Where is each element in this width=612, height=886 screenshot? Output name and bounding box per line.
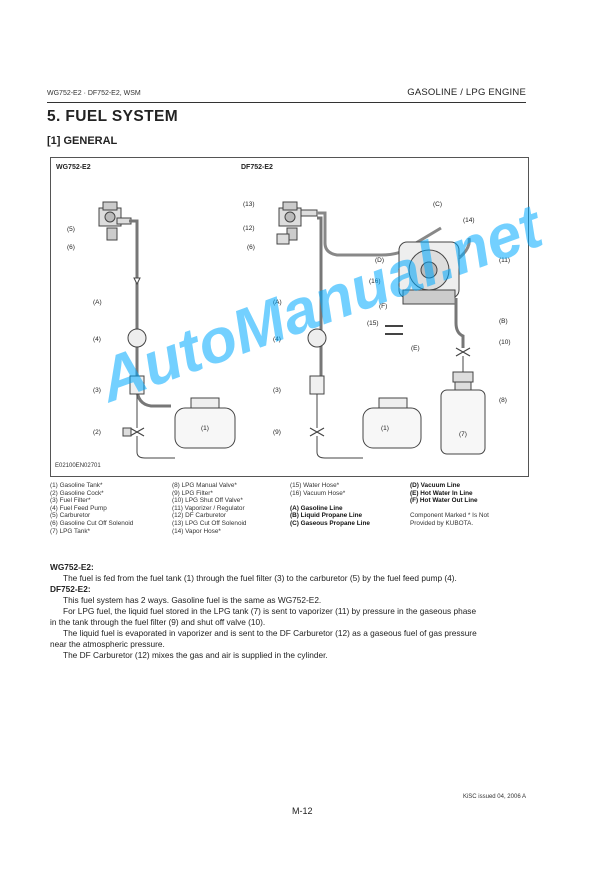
r12: (12) (243, 225, 255, 232)
rF: (F) (379, 303, 387, 310)
legend-item: (16) Vacuum Hose* (290, 489, 346, 497)
r11: (11) (499, 257, 510, 264)
section-subtitle: [1] GENERAL (47, 135, 118, 147)
legend-item: (9) LPG Filter* (172, 489, 213, 497)
legend-col4: (D) Vacuum Line (E) Hot Water In Line (F… (410, 482, 489, 528)
legend-item-line: (D) Vacuum Line (410, 482, 461, 489)
legend-item-line: (A) Gasoline Line (290, 504, 343, 512)
body-text: WG752-E2: The fuel is fed from the fuel … (50, 562, 530, 661)
legend-item: (14) Vapor Hose* (172, 527, 221, 535)
c1: (1) (201, 425, 209, 432)
left-caption: WG752-E2 (56, 164, 91, 171)
lpg-tank (440, 389, 486, 455)
legend-item-line: (C) Gaseous Propane Line (290, 519, 370, 527)
legend-spacer (410, 505, 489, 513)
df-heading: DF752-E2: (50, 584, 91, 594)
legend-col3: (15) Water Hose* (16) Vacuum Hose* (A) G… (290, 482, 370, 528)
r6: (6) (247, 244, 255, 251)
df-paragraph-2a: For LPG fuel, the liquid fuel stored in … (63, 606, 477, 616)
header-section: GASOLINE / LPG ENGINE (407, 87, 526, 98)
legend-item: (2) Gasoline Cock* (50, 489, 104, 497)
r14: (14) (463, 217, 475, 224)
df-paragraph-2b: in the tank through the fuel filter (9) … (50, 617, 266, 627)
legend-note: Provided by KUBOTA. (410, 519, 474, 527)
legend-item: (7) LPG Tank* (50, 527, 91, 535)
wg-heading: WG752-E2: (50, 562, 94, 572)
legend-item: (8) LPG Manual Valve* (172, 482, 237, 489)
c5: (5) (67, 226, 75, 233)
rB: (B) (499, 318, 508, 325)
df-paragraph-4: The DF Carburetor (12) mixes the gas and… (63, 650, 328, 660)
r15: (15) (367, 320, 379, 327)
right-caption: DF752-E2 (241, 164, 273, 171)
left-fuel-pump (127, 328, 147, 348)
r9: (9) (273, 429, 281, 436)
r3: (3) (273, 387, 281, 394)
legend-item: (13) LPG Cut Off Solenoid (172, 519, 247, 527)
rA: (A) (273, 299, 282, 306)
legend-item: (15) Water Hose* (290, 482, 340, 489)
r13: (13) (243, 201, 255, 208)
legend-spacer (290, 497, 370, 505)
page-number: M-12 (292, 806, 313, 816)
fuel-system-diagram: (5) (6) (A) (4) (3) (2) (1) (13) (12) (6… (50, 157, 529, 477)
page-title: 5. FUEL SYSTEM (47, 108, 179, 125)
right-fuel-pump (307, 328, 327, 348)
left-carburetor (98, 201, 132, 241)
legend-item: (4) Fuel Feed Pump (50, 504, 107, 512)
right-gasoline-tank (362, 407, 422, 449)
legend-item: (11) Vaporizer / Regulator (172, 504, 245, 512)
c6: (6) (67, 244, 75, 251)
header-model: WG752-E2 · DF752-E2, WSM (47, 90, 141, 97)
legend-item-line: (E) Hot Water In Line (410, 489, 473, 497)
df-paragraph-1: This fuel system has 2 ways. Gasoline fu… (63, 595, 322, 605)
legend-item: (3) Fuel Filter* (50, 497, 91, 505)
r8: (8) (499, 397, 507, 404)
c2: (2) (93, 429, 101, 436)
legend-item-line: (F) Hot Water Out Line (410, 497, 478, 505)
df-paragraph-3b: near the atmospheric pressure. (50, 639, 165, 649)
diagram-svg: (5) (6) (A) (4) (3) (2) (1) (13) (12) (6… (67, 201, 511, 459)
legend-col1: (1) Gasoline Tank* (2) Gasoline Cock* (3… (50, 482, 133, 535)
r7: (7) (459, 431, 467, 438)
right-carburetor (276, 201, 318, 245)
legend-note: Component Marked * Is Not (410, 512, 489, 520)
legend-item: (5) Carburetor (50, 512, 91, 520)
header-rule (47, 102, 526, 103)
legend-item: (12) DF Carburetor (172, 512, 226, 520)
legend-col2: (8) LPG Manual Valve* (9) LPG Filter* (1… (172, 482, 246, 535)
figure-id: E02100EN02701 (55, 463, 101, 469)
c4: (4) (93, 336, 101, 343)
right-fuel-filter (309, 375, 325, 395)
legend-item: (1) Gasoline Tank* (50, 482, 103, 489)
r4: (4) (273, 336, 281, 343)
rD: (D) (375, 257, 384, 264)
r1: (1) (381, 425, 389, 432)
wg-text: The fuel is fed from the fuel tank (1) t… (63, 573, 457, 583)
r10: (10) (499, 339, 511, 346)
df-paragraph-3a: The liquid fuel is evaporated in vaporiz… (63, 628, 477, 638)
c3: (3) (93, 387, 101, 394)
legend-item-line: (B) Liquid Propane Line (290, 512, 363, 520)
cA: (A) (93, 299, 102, 306)
legend-item: (6) Gasoline Cut Off Solenoid (50, 519, 134, 527)
issue-note: KiSC issued 04, 2006 A (462, 794, 526, 800)
legend-item: (10) LPG Shut Off Valve* (172, 497, 243, 505)
rC: (C) (433, 201, 442, 208)
vaporizer-regulator (398, 241, 460, 305)
rE: (E) (411, 345, 420, 352)
r16: (16) (369, 278, 381, 285)
